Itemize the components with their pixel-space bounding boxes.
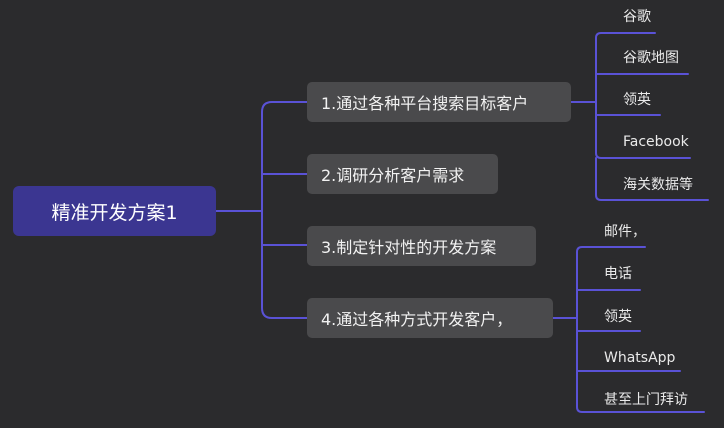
branch-label-1: 1.通过各种平台搜索目标客户 (321, 94, 529, 113)
leaf-1-1[interactable]: 谷歌 (623, 5, 651, 27)
leaf-4-3[interactable]: 领英 (604, 305, 632, 327)
branch-label-4: 4.通过各种方式开发客户， (321, 310, 513, 329)
leaf-4-5[interactable]: 甚至上门拜访 (604, 388, 688, 410)
leaf-1-5[interactable]: 海关数据等 (623, 173, 693, 195)
leaf-4-4[interactable]: WhatsApp (604, 347, 675, 369)
connector-leaves-1-spine (595, 32, 691, 159)
branch-node-3[interactable]: 3.制定针对性的开发方案 (307, 226, 536, 266)
leaf-label: 谷歌地图 (623, 50, 679, 66)
leaf-label: 海关数据等 (623, 177, 693, 193)
leaf-label: 甚至上门拜访 (604, 392, 688, 408)
branch-node-2[interactable]: 2.调研分析客户需求 (307, 154, 498, 194)
leaf-label: 电话 (604, 266, 632, 282)
leaf-label: WhatsApp (604, 350, 676, 366)
leaf-1-2[interactable]: 谷歌地图 (623, 46, 679, 68)
branch-node-1[interactable]: 1.通过各种平台搜索目标客户 (307, 82, 571, 122)
leaf-label: 领英 (604, 309, 632, 325)
branch-node-4[interactable]: 4.通过各种方式开发客户， (307, 298, 553, 338)
branch-label-2: 2.调研分析客户需求 (321, 166, 465, 185)
leaf-label: 邮件， (604, 224, 646, 240)
branch-label-3: 3.制定针对性的开发方案 (321, 238, 497, 257)
root-node[interactable]: 精准开发方案1 (13, 186, 216, 236)
connector-spine (261, 101, 308, 319)
leaf-1-4[interactable]: Facebook (623, 131, 689, 153)
leaf-label: 谷歌 (623, 9, 651, 25)
leaf-1-3[interactable]: 领英 (623, 88, 651, 110)
leaf-4-2[interactable]: 电话 (604, 262, 632, 284)
leaf-4-1[interactable]: 邮件， (604, 220, 646, 242)
leaf-label: Facebook (623, 134, 689, 150)
leaf-label: 领英 (623, 92, 651, 108)
connector-leaf-1-5 (595, 157, 709, 201)
root-label: 精准开发方案1 (51, 201, 178, 224)
connector-leaves-4-spine (576, 246, 705, 413)
